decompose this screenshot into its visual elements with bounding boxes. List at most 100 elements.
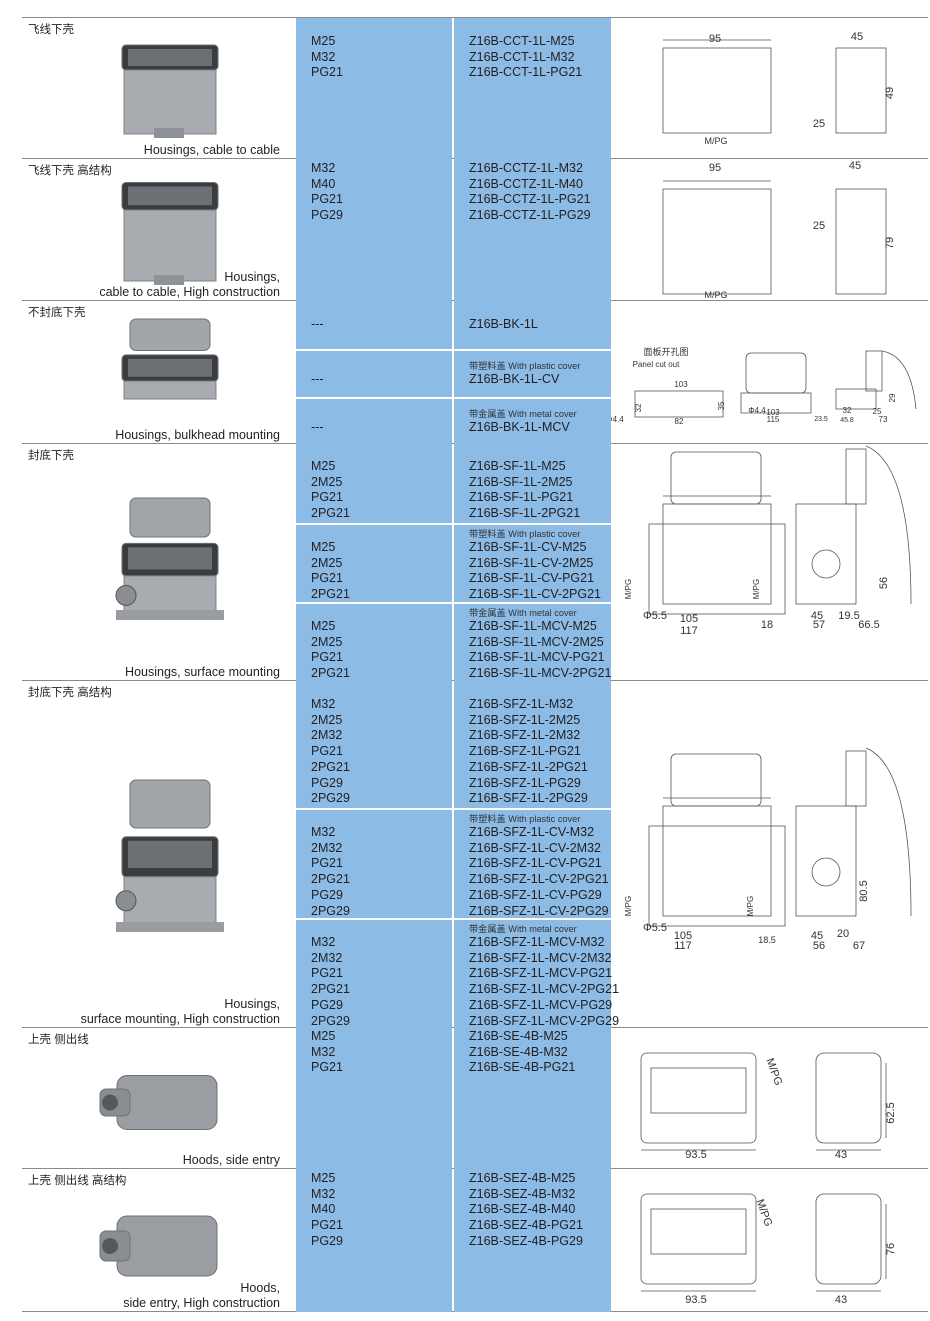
cable-entry-size: 2M32 (311, 728, 343, 743)
part-number: Z16B-CCT-1L-PG21 (469, 65, 583, 80)
cable-entry-size: 2PG29 (311, 1013, 350, 1028)
dimension-label: Φ4.4 (748, 406, 766, 415)
dimension-label: 66.5 (858, 619, 879, 631)
cable-entry-size: --- (311, 419, 324, 434)
cable-entry-size: 2PG29 (311, 791, 350, 806)
caption-line: Hoods, side entry (182, 1152, 280, 1167)
cable-entry-cell: --- (296, 351, 452, 397)
variant-subrow: ---Z16B-BK-1L (296, 301, 611, 349)
part-number: Z16B-SEZ-4B-M25 (469, 1171, 576, 1185)
part-number: Z16B-SFZ-1L-MCV-PG21 (469, 966, 613, 981)
dimension-label: M/PG (624, 579, 633, 599)
part-number: Z16B-SFZ-1L-PG21 (469, 744, 581, 759)
cable-entry-size: M25 (311, 1171, 336, 1185)
cable-entry-size: PG21 (311, 192, 343, 207)
dimension-label: 25 (873, 407, 882, 416)
cable-entry-size: M25 (311, 619, 336, 633)
cover-note: 带塑料盖 With plastic cover (469, 529, 581, 539)
cable-entry-size: 2M25 (311, 474, 343, 489)
part-number: Z16B-SE-4B-M32 (469, 1044, 568, 1059)
cable-entry-size: 2M25 (311, 634, 343, 649)
part-number: Z16B-SE-4B-PG21 (469, 1060, 576, 1075)
dimension-label: 67 (853, 940, 865, 952)
part-number: Z16B-CCTZ-1L-M40 (469, 176, 583, 191)
part-number: Z16B-SFZ-1L-CV-2PG21 (469, 872, 609, 887)
dimension-label: 95 (709, 162, 721, 174)
part-number: Z16B-SFZ-1L-MCV-2M32 (469, 950, 612, 965)
cable-entry-size: 2M32 (311, 950, 343, 965)
dimension-label: 49 (884, 87, 896, 99)
cable-entry-size: 2PG21 (311, 666, 350, 681)
dimension-label: 45.8 (840, 417, 854, 424)
cable-entry-size: 2PG21 (311, 982, 350, 997)
part-number: Z16B-BK-1L (469, 317, 538, 332)
dimension-label: 80.5 (858, 880, 870, 901)
dimension-label: Φ5.5 (643, 610, 667, 622)
part-number: Z16B-BK-1L-CV (469, 372, 560, 387)
part-number: Z16B-SEZ-4B-PG21 (469, 1218, 583, 1233)
dimension-label: 105 (680, 613, 698, 625)
dimension-label: 57 (813, 619, 825, 631)
part-number: Z16B-SF-1L-CV-2PG21 (469, 587, 601, 602)
cable-entry-size: M32 (311, 697, 336, 711)
part-number: Z16B-SFZ-1L-2M32 (469, 728, 581, 743)
cable-entry-size: M32 (311, 825, 336, 839)
dimension-label: 18 (761, 619, 773, 631)
part-number: Z16B-SF-1L-M25 (469, 459, 566, 473)
part-number: Z16B-SFZ-1L-CV-M32 (469, 825, 595, 839)
part-number: Z16B-SFZ-1L-CV-2PG29 (469, 903, 609, 918)
cable-entry-size: M25 (311, 459, 336, 473)
part-number: Z16B-CCTZ-1L-PG29 (469, 208, 591, 223)
dimension-label: 56 (878, 577, 890, 589)
cable-entry-size: M40 (311, 176, 336, 191)
cable-entry-size: --- (311, 372, 324, 387)
dimension-label: M/PG (746, 896, 755, 916)
cable-entry-size: M32 (311, 1186, 336, 1201)
dimension-label: 29 (888, 393, 897, 402)
hood-side-entry-image (92, 1053, 232, 1143)
part-number: Z16B-CCTZ-1L-PG21 (469, 192, 591, 207)
part-number: Z16B-SFZ-1L-MCV-PG29 (469, 997, 613, 1012)
part-number: Z16B-BK-1L-MCV (469, 419, 570, 434)
cable-entry-size: 2PG21 (311, 759, 350, 774)
caption-line: Housings, (224, 997, 280, 1011)
product-caption: Housings, surface mounting (125, 665, 280, 680)
dimension-label: Φ5.5 (643, 922, 667, 934)
dimension-label: 35 (717, 401, 726, 410)
dimension-label: M/PG (753, 1198, 774, 1229)
dimension-label: 93.5 (685, 1294, 706, 1306)
dimension-label: 43 (835, 1149, 847, 1161)
cable-entry-size: 2PG29 (311, 903, 350, 918)
part-number: Z16B-SF-1L-MCV-2PG21 (469, 666, 612, 681)
cable-entry-size: PG21 (311, 856, 343, 871)
cable-entry-size: PG21 (311, 744, 343, 759)
part-number: Z16B-SEZ-4B-PG29 (469, 1233, 583, 1248)
cover-note: 带金属盖 With metal cover (469, 608, 577, 618)
cable-entry-size: PG21 (311, 966, 343, 981)
dimension-label: 62.5 (885, 1102, 897, 1123)
